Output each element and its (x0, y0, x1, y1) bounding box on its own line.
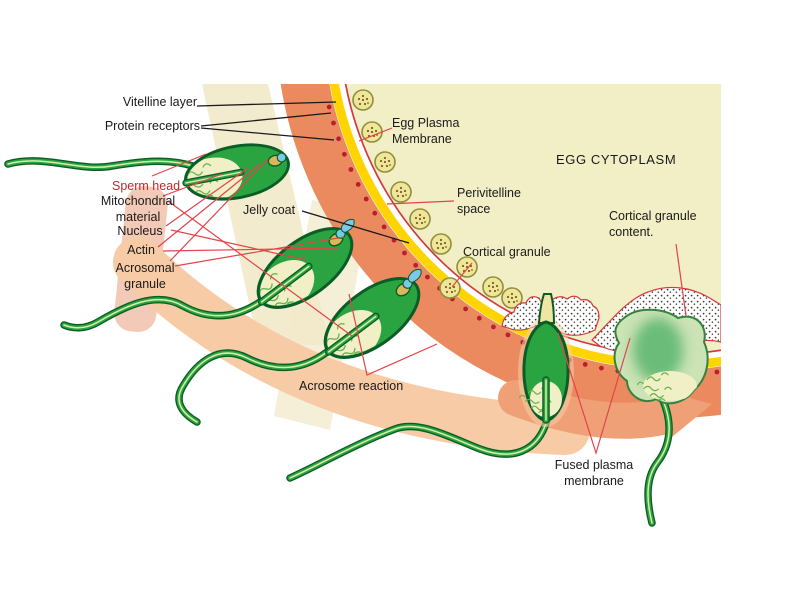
protein-receptor-dot (402, 250, 407, 256)
leader-nucleus-1 (165, 167, 249, 227)
protein-receptor-dot (331, 120, 336, 126)
protein-receptor-dot (747, 364, 752, 369)
leader-vitelline-layer (196, 101, 337, 107)
label-nucleus: Nucleus (117, 224, 163, 238)
protein-receptor-dot (355, 182, 361, 187)
protein-receptor-dot (425, 274, 430, 280)
label-acrosome-reaction: Acrosome reaction (299, 379, 404, 393)
protein-receptor-dot (491, 324, 496, 330)
label-perivitelline-space: Perivitelline space (457, 186, 521, 216)
label-jelly-coat: Jelly coat (243, 203, 296, 217)
protein-receptor-dot (763, 360, 768, 365)
protein-receptor-dot (336, 136, 341, 142)
acrosomal-process-neck (537, 293, 556, 324)
mitochondrial-region (643, 371, 697, 401)
protein-receptor-dot (381, 224, 387, 230)
label-fused-plasma-membrane: Fused plasma membrane (554, 458, 634, 488)
leader-fused-membrane (557, 332, 631, 456)
label-protein-receptors: Protein receptors (104, 119, 200, 133)
cortical-granule (390, 181, 412, 203)
cortical-granule (352, 89, 374, 111)
leader-acrosomal-1 (169, 158, 269, 262)
label-egg-cytoplasm: EGG CYTOPLASM (556, 152, 677, 167)
leader-jelly-coat (301, 210, 410, 244)
leader-protein-receptors-2 (200, 127, 335, 141)
protein-receptor-dot (463, 306, 468, 312)
cortical-granule (409, 208, 431, 230)
label-cortical-granule: Cortical granule (463, 245, 551, 259)
cortical-granule (430, 233, 452, 255)
leader-protein-receptors-1 (200, 112, 332, 127)
leader-mitochondrial-2 (167, 200, 353, 337)
label-actin: Actin (127, 243, 155, 257)
black-leader-lines (196, 101, 410, 244)
fusing-sperm-head (633, 318, 683, 382)
leader-perivitelline-space (386, 200, 455, 205)
leader-nucleus-2 (170, 229, 307, 261)
label-egg-plasma-membrane: Egg Plasma Membrane (392, 116, 460, 146)
leader-egg-plasma-membrane (358, 127, 393, 142)
cortical-granule (374, 151, 396, 173)
leader-sperm-head (151, 153, 207, 177)
protein-receptor-dot (779, 355, 784, 360)
sperm-4-penetrating (290, 293, 574, 478)
protein-receptor-dot (582, 362, 588, 367)
protein-receptor-dot (342, 151, 347, 157)
label-cortical-granule-content: Cortical granule content. (609, 209, 697, 239)
protein-receptor-dot (795, 349, 800, 354)
leader-cortical-granule (451, 262, 473, 288)
leader-actin-2 (162, 247, 339, 252)
red-leader-lines (151, 127, 687, 456)
leader-actin-1 (157, 163, 261, 248)
protein-receptor-dot (326, 104, 332, 110)
leader-acrosome-reaction (348, 293, 438, 376)
protein-receptor-dot (505, 332, 511, 338)
protein-receptor-dot (348, 167, 354, 172)
label-vitelline-layer: Vitelline layer (122, 95, 197, 109)
protein-receptor-dot (599, 365, 604, 371)
leader-acrosomal-2 (174, 236, 345, 267)
protein-receptor-dot (731, 367, 736, 372)
leader-mitochondrial-1 (162, 173, 223, 197)
protein-receptor-dot (476, 315, 482, 321)
protein-receptor-dot (413, 262, 419, 268)
protein-receptor-dot (372, 210, 378, 216)
egg-cytoplasm (345, 84, 721, 354)
sperm-5-fused (613, 308, 709, 523)
label-sperm-head: Sperm head (112, 179, 181, 193)
label-acrosomal-granule: Acrosomal granule (115, 261, 175, 291)
cortical-granule (482, 276, 504, 298)
protein-receptor-dot (714, 369, 720, 375)
label-mitochondrial-material: Mitochondrial material (100, 194, 176, 224)
leader-cortical-content (675, 243, 687, 317)
protein-receptor-dot (363, 196, 369, 202)
